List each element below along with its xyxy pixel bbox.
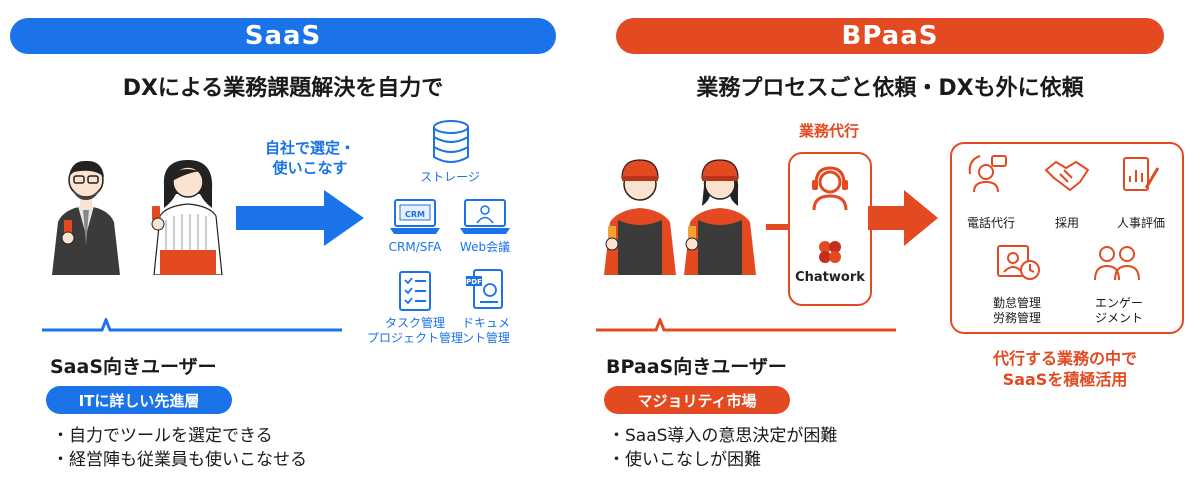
saas-bullet-2: ・経営陣も従業員も使いこなせる [52,450,307,470]
hiring-label: 採用 [1054,216,1079,230]
bpaas-user-title: BPaaS向きユーザー [606,356,787,378]
task-management-label: タスク管理 プロジェクト管理 [356,316,474,346]
bpaas-bullet-2: ・使いこなしが困難 [608,450,761,470]
services-box: 電話代行 採用 人事評価 勤怠管理 労務管理 エンゲー ジメント [950,142,1184,334]
saas-subtitle: DXによる業務課題解決を自力で [122,76,444,101]
storage-icon [433,120,469,163]
chatwork-logo-icon [819,241,841,263]
saas-bullets: ・自力でツールを選定できる ・経営陣も従業員も使いこなせる [52,424,307,472]
worker-figure-1 [604,159,676,275]
agency-card: Chatwork [788,152,872,306]
bpaas-bullets: ・SaaS導入の意思決定が困難 ・使いこなしが困難 [608,424,837,472]
handshake-icon [1045,161,1089,191]
operator-headset-icon [812,166,848,211]
task-label-line-2: プロジェクト管理 [366,331,463,345]
summary-line-1: 代行する業務の中で [992,349,1137,368]
arrow-caption-line-1: 自社で選定・ [264,139,355,157]
crm-icon: CRM [390,199,440,234]
bpaas-connector [766,224,788,230]
document-management-icon: PDF [466,269,503,309]
worker-figure-2 [684,159,756,275]
attendance-icon [997,245,1040,280]
doc-label-line-2: ント管理 [461,331,510,345]
woman-figure [151,160,223,275]
task-label-line-1: タスク管理 [384,316,445,330]
man-figure [52,160,120,275]
bpaas-summary: 代行する業務の中で SaaSを積極活用 [950,348,1180,390]
agency-label: 業務代行 [798,122,859,140]
bpaas-header: BPaaS [616,18,1164,54]
arrow-caption: 自社で選定・ 使いこなす [250,138,370,178]
web-meeting-label: Web会議 [459,240,511,254]
bpaas-subtitle: 業務プロセスごと依頼・DXも外に依頼 [696,76,1084,101]
saas-users-illustration [52,160,223,275]
arrow-caption-line-2: 使いこなす [272,159,348,177]
bpaas-bullet-1: ・SaaS導入の意思決定が困難 [608,426,838,446]
phone-agent-label: 電話代行 [966,216,1015,230]
engagement-label-line-2: ジメント [1094,311,1143,325]
doc-label-line-1: ドキュメ [461,316,510,330]
engagement-label-line-1: エンゲー [1094,296,1143,310]
summary-line-2: SaaSを積極活用 [1002,370,1128,389]
task-management-icon [399,271,431,311]
saas-header: SaaS [10,18,556,54]
web-meeting-icon [460,199,510,234]
bpaas-users-illustration [604,159,756,275]
evaluation-label: 人事評価 [1116,216,1165,230]
attendance-label-line-2: 労務管理 [992,311,1041,325]
bpaas-baseline [596,318,896,332]
document-management-label: ドキュメ ント管理 [446,316,526,346]
saas-baseline [42,318,342,332]
saas-bullet-1: ・自力でツールを選定できる [52,426,273,446]
crm-screen-text: CRM [405,210,425,219]
pdf-text: PDF [466,278,482,286]
engagement-label: エンゲー ジメント [1082,296,1156,326]
chatwork-label: Chatwork [795,270,865,285]
bpaas-arrow [868,190,938,246]
storage-label: ストレージ [420,170,480,184]
saas-arrow [236,190,364,246]
attendance-label-line-1: 勤怠管理 [992,296,1041,310]
crm-label: CRM/SFA [388,240,442,254]
saas-user-tag: ITに詳しい先進層 [46,386,232,414]
saas-user-title: SaaS向きユーザー [50,356,217,378]
bpaas-user-tag: マジョリティ市場 [604,386,790,414]
engagement-icon [1094,246,1140,281]
attendance-label: 勤怠管理 労務管理 [980,296,1054,326]
evaluation-icon [1123,157,1160,191]
phone-agent-icon [968,155,1007,193]
